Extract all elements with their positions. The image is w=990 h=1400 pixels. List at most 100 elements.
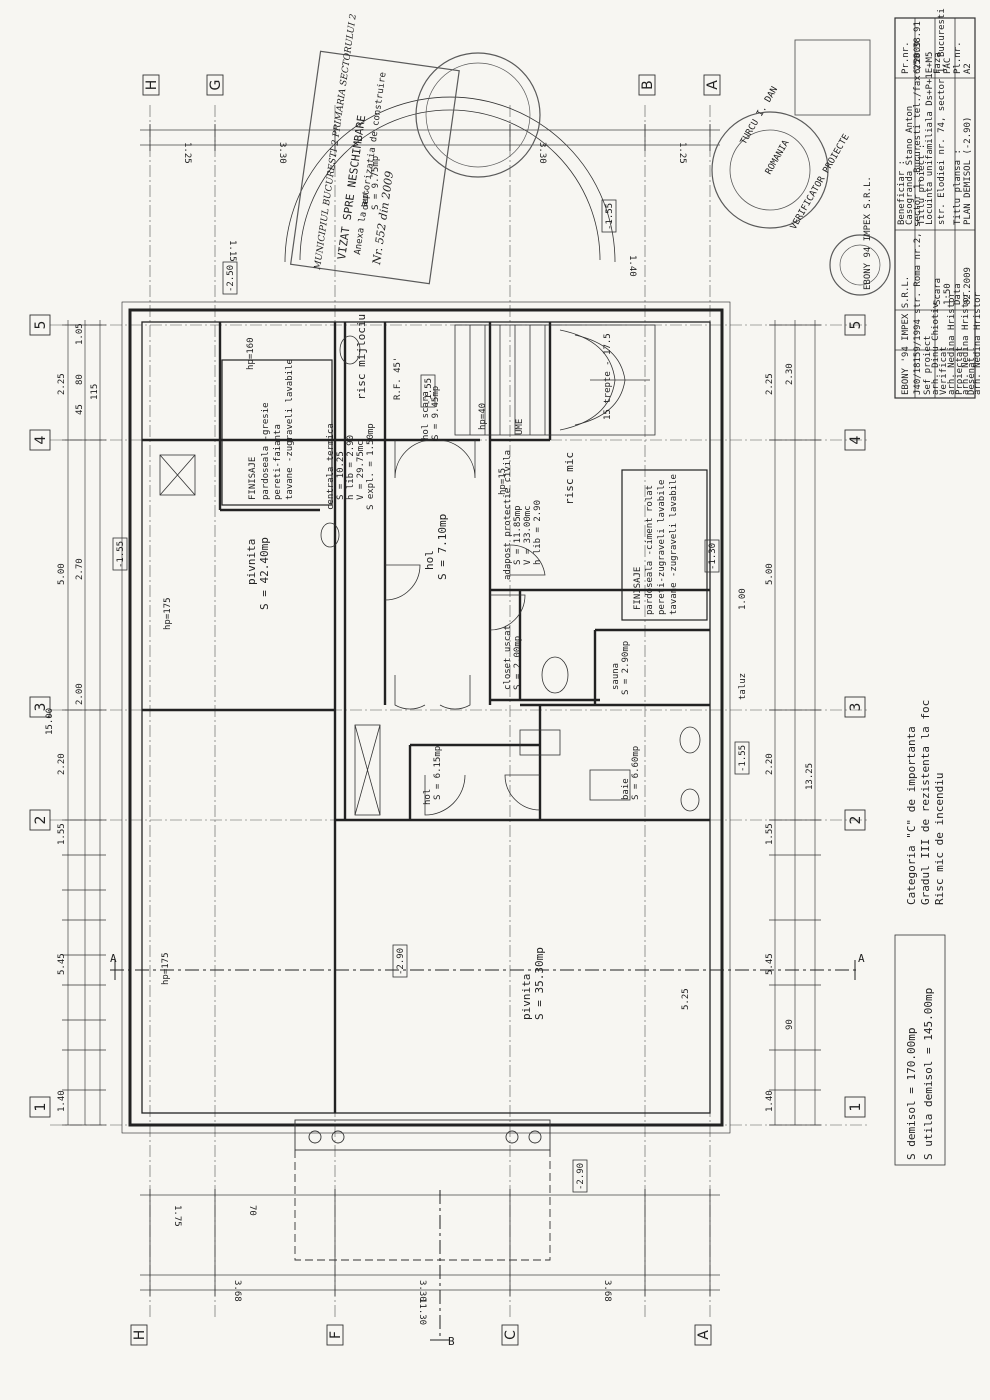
tb-pl-nr: A2 bbox=[963, 63, 973, 74]
dim-left-13: 1.05 bbox=[75, 323, 85, 345]
room-name-sauna: sauna bbox=[611, 663, 621, 690]
axis-bubbles bbox=[29, 74, 866, 1346]
summary-s-demisol: S demisol = 170.00mp bbox=[905, 1028, 918, 1160]
dim-right-1: 1.40 bbox=[765, 1090, 775, 1112]
dim-left-12: 115 bbox=[90, 384, 100, 400]
level-8: -2.50 bbox=[226, 265, 236, 292]
tb-pr-nr-label: Pr.nr. bbox=[901, 41, 911, 74]
axis-label-2-right: 2 bbox=[848, 816, 864, 825]
finish-line-2-2: pereti-zugraveli lavabile bbox=[657, 480, 667, 615]
dim-right-9: 2.25 bbox=[765, 373, 775, 395]
tb-row-1-role: Sef proiect bbox=[923, 335, 933, 395]
fire-line-1: Categoria "C" de importanta bbox=[905, 726, 918, 905]
room-line-adapost-3: h lib = 2.90 bbox=[533, 500, 543, 565]
dim-left-7: 5.00 bbox=[57, 563, 67, 585]
dim-right-2: 5.45 bbox=[765, 953, 775, 975]
dim-right-11: 1.00 bbox=[738, 588, 748, 610]
level-7: -1.55 bbox=[424, 378, 434, 405]
tb-row-2-role: Verificat bbox=[939, 346, 949, 395]
dimension-lines bbox=[67, 129, 816, 1291]
dim-left-4: 2.20 bbox=[57, 753, 67, 775]
label-dep-area: S = 9.75mp bbox=[371, 156, 381, 210]
tb-beneficiar-label: Beneficiar : bbox=[897, 160, 907, 225]
room-line-adapost-1: S = 11.85mp bbox=[513, 505, 523, 565]
dim-bottom-1: 1.75 bbox=[172, 1205, 182, 1227]
dim-top-1: 1.25 bbox=[182, 142, 192, 164]
room-name-pivnita-large: pivnita bbox=[520, 974, 533, 1020]
tb-titlu-proiect: Locuinta unifamiliala Ds+P+1E+M5 bbox=[925, 52, 935, 225]
room-name-baie: baie bbox=[621, 778, 631, 800]
fire-line-3: Risc mic de incendiu bbox=[933, 773, 946, 905]
axis-label-h-top: H bbox=[144, 80, 160, 91]
axis-label-4-left: 4 bbox=[33, 435, 49, 444]
level-2: -2.90 bbox=[396, 948, 406, 975]
tb-scara: 1:50 bbox=[943, 283, 953, 305]
fire-line-2: Gradul III de rezistenta la foc bbox=[919, 700, 932, 905]
dim-top-3: 3.30 bbox=[537, 142, 547, 164]
dim-bottom-5: 11.30 bbox=[417, 1298, 427, 1325]
level-3: -1.30 bbox=[708, 543, 718, 570]
label-ume: UME bbox=[515, 419, 525, 435]
dim-bottom-3: 3.30 bbox=[417, 1280, 427, 1302]
dim-top-2: 3.30 bbox=[277, 142, 287, 164]
tb-faza: PAC bbox=[943, 58, 953, 74]
label-hp15: hp=15 bbox=[498, 468, 508, 495]
tb-titlu-proiect-label: Titlu proiect : bbox=[917, 144, 927, 225]
room-line-centrala-4: S expl. = 1.50mp bbox=[366, 423, 376, 510]
dim-left-6: 2.25 bbox=[57, 373, 67, 395]
level-4: -1.55 bbox=[738, 745, 748, 772]
section-mark-b-bottom: B bbox=[448, 1335, 455, 1348]
stamp-ebony: EBONY 94 IMPEX S.R.L. bbox=[863, 176, 873, 290]
tb-row-2-name: arh. Nedina Hristor bbox=[947, 291, 957, 395]
section-mark-a-right: A bbox=[858, 952, 865, 965]
axis-label-a-bottom: A bbox=[696, 1330, 712, 1340]
dim-top-6: 1.40 bbox=[627, 255, 637, 277]
tb-faza-label: Faza bbox=[933, 52, 943, 74]
dim-left-9: 2.00 bbox=[75, 683, 85, 705]
finish-line-2-1: pardoseala -ciment rolat bbox=[645, 485, 655, 615]
dim-bottom-2: 3.68 bbox=[232, 1280, 242, 1302]
axis-label-b-top: B bbox=[640, 80, 656, 90]
level-boxes bbox=[112, 199, 750, 1193]
room-line-centrala-1: S = 10.25 bbox=[336, 451, 346, 500]
room-name-hol: hol bbox=[423, 550, 436, 570]
room-name-hol-scara: hol scara bbox=[421, 391, 431, 440]
axis-label-f-bottom: F bbox=[328, 1331, 344, 1339]
finish-title-2: FINISAJE bbox=[633, 567, 643, 610]
finish-title-1: FINISAJE bbox=[248, 457, 258, 500]
room-line-adapost-2: V = 33.00mc bbox=[523, 505, 533, 565]
dim-left-1: 1.40 bbox=[57, 1090, 67, 1112]
tb-pr-nr: 6/2009 bbox=[913, 41, 923, 74]
tb-pl-nr-label: Pl.nr. bbox=[953, 41, 963, 74]
axis-label-a-top: A bbox=[705, 80, 721, 90]
finish-box-1 bbox=[221, 359, 333, 506]
title-block-frame bbox=[894, 17, 976, 399]
dim-right-7: 5.00 bbox=[765, 563, 775, 585]
room-hp-pivnita-large: hp=175 bbox=[161, 952, 171, 985]
label-taluz: taluz bbox=[738, 673, 748, 700]
room-area-hol-scara: S = 9.45mp bbox=[431, 386, 441, 440]
room-area-pivnita-small: S = 42.40mp bbox=[258, 537, 271, 610]
finish-line-1-1: pardoseala -gresie bbox=[261, 402, 271, 500]
dim-top-5: 1.15 bbox=[227, 240, 237, 262]
section-line bbox=[110, 960, 860, 1341]
room-name-closet: closet uscat bbox=[503, 625, 513, 690]
dim-bottom-4: 3.68 bbox=[602, 1280, 612, 1302]
level-5: -2.90 bbox=[576, 1163, 586, 1190]
dim-left-5: 15.00 bbox=[45, 708, 55, 735]
label-dep: dep. bbox=[361, 188, 371, 210]
tb-data: 02.2009 bbox=[963, 267, 973, 305]
label-hp160: hp=160 bbox=[246, 337, 256, 370]
label-risc-mic: risc mic bbox=[563, 452, 576, 505]
staircase bbox=[454, 324, 656, 436]
tb-titlu-plansa-label: Titlu plansa : bbox=[953, 149, 963, 225]
tb-row-3-role: Proiectat bbox=[955, 346, 965, 395]
dim-right-6: 13.25 bbox=[805, 763, 815, 790]
room-name-centrala: centrala termica bbox=[326, 423, 336, 510]
fixtures bbox=[159, 335, 701, 816]
light-well bbox=[294, 1119, 551, 1261]
dim-bottom-6: 70 bbox=[247, 1205, 257, 1216]
room-area-pivnita-large: S = 35.30mp bbox=[533, 947, 546, 1020]
